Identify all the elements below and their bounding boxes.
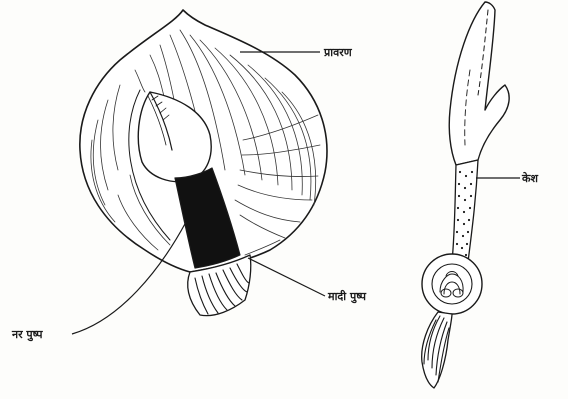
label-right: केश [521,171,538,185]
label-right-group: केश [476,171,538,185]
leader-line-female [248,258,325,296]
spathe-figure [80,10,327,316]
label-female-flowers: मादी पुष्प [327,289,367,304]
label-male-flowers: नर पुष्प [11,328,43,342]
detail-blade [449,2,509,165]
label-spathe: प्रावरण [323,46,353,59]
detail-base [422,312,452,388]
detail-stem [452,160,478,262]
spadix-detail-figure [422,2,509,388]
label-female-group: मादी पुष्प [248,258,367,304]
detail-chamber-outer [422,254,482,314]
